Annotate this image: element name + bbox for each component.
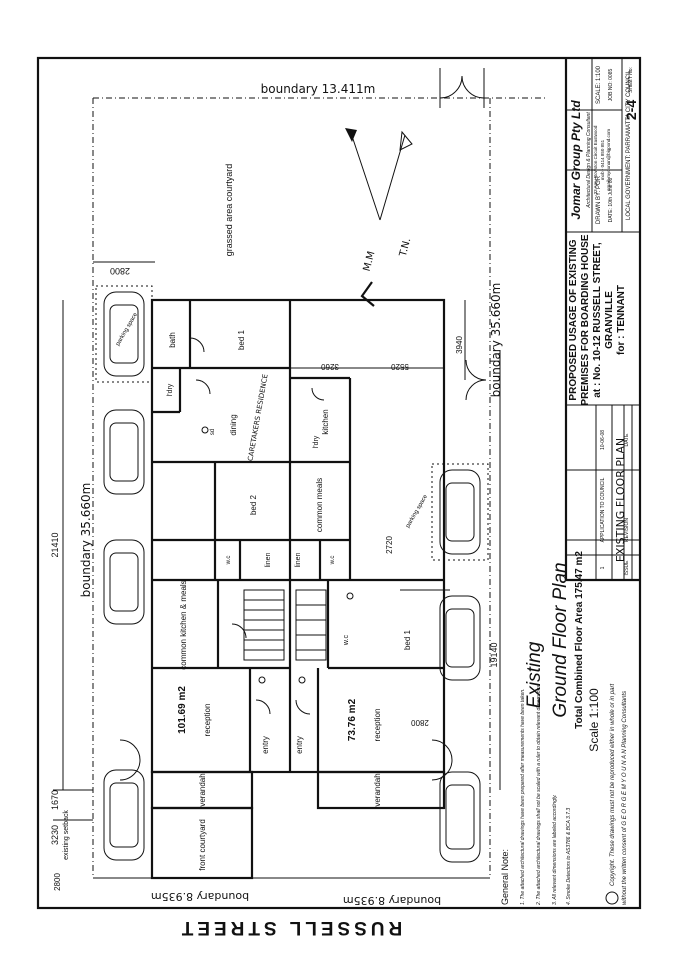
dim-2800-bl: 2800 — [53, 873, 62, 891]
parking-cars — [95, 285, 489, 863]
copyright-line1: Copyright. These drawings must not be re… — [610, 684, 616, 886]
plan-title-line2: Ground Floor Plan — [550, 562, 571, 717]
note-4: 4. Smoke Detectors to AS3786 & BCA 3.7.3 — [566, 808, 572, 905]
note-3: 3. All relevant dimensions are labeled a… — [552, 794, 558, 905]
room-bed1-left: bed 1 — [237, 329, 246, 350]
dim-2720: 2720 — [385, 536, 394, 554]
dim-2800-top: 2800 — [110, 266, 130, 276]
note-2: 2. The attached architectural drawings s… — [536, 684, 542, 906]
room-common-kitchen: common kitchen & meals — [179, 580, 188, 669]
boundary-bottom-left-label: boundary 8.935m — [151, 890, 249, 903]
company-sub: Architectural Design & Planning Consulta… — [586, 112, 592, 209]
general-notes: General Note: 1. The attached architectu… — [500, 684, 628, 906]
room-linen-left: linen — [265, 553, 272, 568]
existing-setback: existing setback — [63, 810, 70, 860]
company-address: 23 Amy Rowston Circuit Eastwood — [593, 125, 598, 194]
front-courtyard-label: front courtyard — [198, 819, 207, 871]
north-arrow-icon — [345, 128, 413, 307]
dim-1670: 1670 — [50, 790, 60, 810]
project-line4: GRANVILLE — [604, 291, 615, 349]
dim-5520: 5520 — [391, 362, 409, 371]
room-dining: dining — [229, 414, 238, 435]
room-entry-left: entry — [261, 736, 270, 754]
col-issue: ISSUE — [624, 560, 630, 576]
note-1: 1. The attached architectural drawings h… — [520, 688, 526, 905]
scale-field: SCALE: 1:100 — [596, 65, 602, 104]
col-date: DATE — [624, 433, 630, 447]
sheet-number: 2-4 — [623, 100, 639, 120]
dim-3940: 3940 — [455, 336, 464, 354]
revision-date: 10-06-08 — [600, 430, 606, 450]
street-name: RUSSELL STREET — [178, 917, 403, 938]
dim-19140: 19140 — [489, 642, 499, 667]
verandah-walls — [150, 770, 446, 880]
project-line2: PREMISES FOR BOARDING HOUSE — [580, 234, 591, 405]
job-no-field: JOB NO: 0085 — [608, 69, 614, 102]
area-left: 101.69 m2 — [177, 686, 188, 734]
copyright-line2: without the written consent of G E O R G… — [622, 691, 628, 905]
notes-heading: General Note: — [500, 849, 510, 905]
sheet-title: EXISTING FLOOR PLAN — [614, 438, 627, 562]
copyright-icon — [605, 891, 619, 905]
dim-21410: 21410 — [50, 532, 60, 557]
company-mobile: mob - 0414 850 851 — [600, 139, 605, 180]
date-field: DATE: 10th June 08 — [608, 177, 614, 222]
room-wc-middle: w.c — [343, 634, 350, 646]
boundary-left-label: boundary 35.660m — [79, 483, 93, 598]
room-wc-right: w.c — [330, 556, 336, 566]
council-label: LOCAL GOVERNMENT: PARRAMATTA CITY COUNCI… — [626, 69, 632, 220]
room-verandah-left: verandah — [198, 773, 207, 806]
revision-application: APPLICATION TO COUNCIL — [600, 477, 606, 542]
room-bed1-right: bed 1 — [403, 629, 412, 650]
drawn-field: DRAWN BY: PGR — [596, 175, 602, 224]
door-swings — [119, 337, 453, 781]
dim-3230: 3230 — [50, 825, 60, 845]
plan-total-area: Total Combined Floor Area 175.47 m2 — [574, 551, 585, 729]
room-common-meals: common meals — [315, 478, 324, 532]
company-name: Jomar Group Pty Ltd — [569, 100, 583, 220]
plan-scale: Scale 1:100 — [587, 688, 601, 752]
room-bath: bath — [168, 332, 177, 348]
right-gate — [465, 359, 487, 401]
plan-title-line1: Existing — [524, 641, 545, 708]
caretaker-label: CARETAKERS RESIDENCE — [246, 374, 269, 462]
room-bed2: bed 2 — [249, 494, 258, 515]
room-ldry-left: l'dry — [167, 383, 174, 396]
magnetic-north-label: M.M — [362, 250, 378, 273]
room-entry-right: entry — [295, 736, 304, 754]
stairs — [243, 589, 327, 661]
title-block — [564, 57, 640, 582]
room-wc-left: w.c — [226, 556, 232, 566]
sheet-border — [36, 56, 642, 910]
room-ldry-right: l'dry — [313, 435, 320, 448]
grassed-area-label: grassed area courtyard — [224, 164, 234, 257]
true-north-label: T.N. — [398, 237, 414, 259]
parking-label-right: parking space — [405, 493, 429, 529]
top-gate — [439, 75, 485, 99]
project-line5: for : TENNANT — [616, 285, 627, 355]
room-reception-left: reception — [203, 704, 212, 737]
dim-2800-br: 2800 — [411, 718, 429, 727]
room-reception-right: reception — [373, 709, 382, 742]
company-email: email: myounan@bigpond.com — [606, 129, 611, 191]
boundary-right-label: boundary 35.660m — [489, 283, 503, 398]
revision-issue-number: 1 — [600, 566, 606, 569]
sheet-label: SHEET No: — [628, 67, 634, 93]
parking-label-left: parking space — [115, 311, 139, 347]
area-right: 73.76 m2 — [347, 698, 358, 741]
project-line1: PROPOSED USAGE OF EXISTING — [568, 239, 579, 400]
boundary-bottom-right-label: boundary 8.935m — [343, 894, 441, 907]
smoke-detector-icon — [201, 426, 354, 684]
col-revision: REVISION — [624, 518, 630, 542]
room-linen-right: linen — [295, 553, 302, 568]
room-verandah-right: verandah — [373, 773, 382, 806]
boundary-top-label: boundary 13.411m — [261, 82, 376, 96]
project-line3: at : No. 10-12 RUSSELL STREET, — [592, 242, 603, 398]
building-walls — [150, 298, 446, 774]
room-kitchen: kitchen — [321, 409, 330, 434]
dim-3260: 3260 — [321, 362, 339, 371]
sd-label: sd — [210, 429, 216, 435]
